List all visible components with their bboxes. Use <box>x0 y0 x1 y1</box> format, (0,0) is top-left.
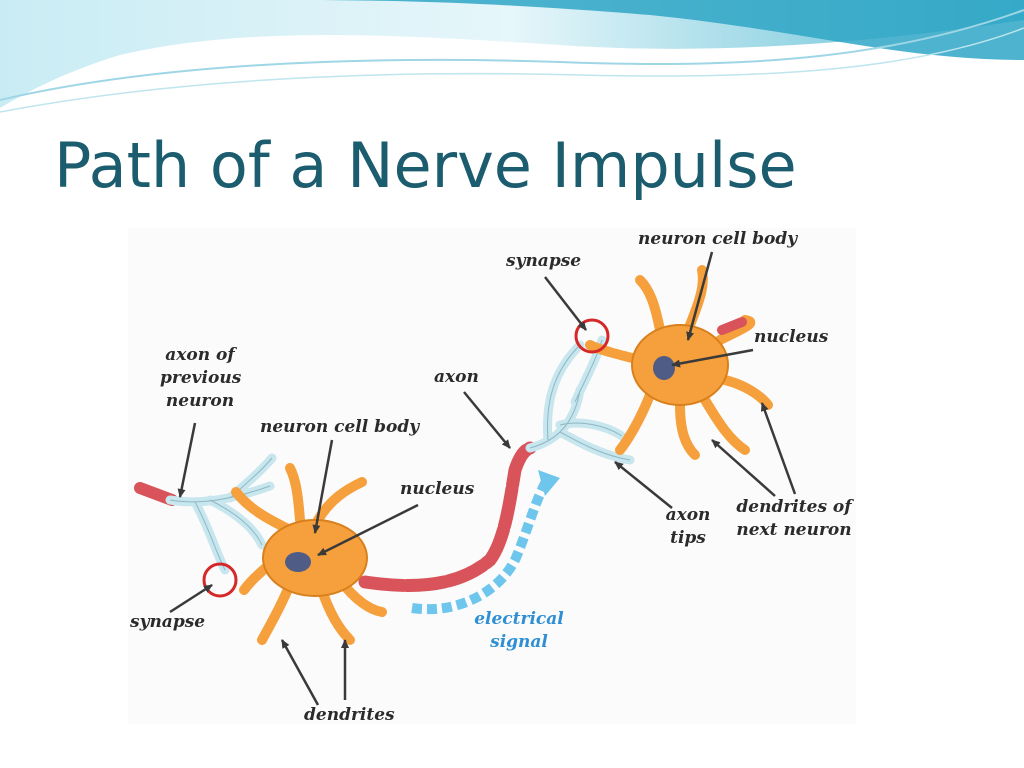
label-right-neuron-cell-body: neuron cell body <box>638 229 798 249</box>
electrical-signal-arrow <box>411 470 560 615</box>
label-right-nucleus: nucleus <box>754 327 829 347</box>
label-dendrites: dendrites <box>304 705 395 725</box>
label-left-synapse: synapse <box>130 612 206 632</box>
label-line: axon of <box>165 345 235 365</box>
left-synapse-ring <box>202 562 238 598</box>
right-nucleus <box>653 356 675 380</box>
previous-axon <box>134 453 277 575</box>
label-right-synapse: synapse <box>506 251 582 271</box>
label-line: neuron <box>165 391 235 411</box>
slide-title: Path of a Nerve Impulse <box>54 129 797 202</box>
label-line: tips <box>670 528 706 548</box>
label-electrical-signal: electrical signal <box>474 608 564 654</box>
neuron-illustration <box>134 251 797 706</box>
label-axon: axon <box>434 367 479 387</box>
label-line: next neuron <box>736 520 852 540</box>
label-dendrites-of-next-neuron: dendrites of next neuron <box>734 496 854 542</box>
label-line: axon <box>665 505 711 525</box>
label-axon-of-previous-neuron: axon of previous neuron <box>160 344 242 413</box>
right-synapse-ring <box>574 318 610 354</box>
neuron-diagram: axon of previous neuron neuron cell body… <box>128 228 856 725</box>
label-line: previous <box>160 368 242 388</box>
left-neuron-cell <box>231 463 387 645</box>
label-line: dendrites of <box>736 497 852 517</box>
main-axon <box>358 441 537 592</box>
left-nucleus <box>285 552 311 572</box>
label-axon-tips: axon tips <box>656 504 720 550</box>
label-left-nucleus: nucleus <box>400 479 475 499</box>
label-pointers <box>169 251 797 706</box>
header-wave <box>0 0 1024 113</box>
label-left-neuron-cell-body: neuron cell body <box>260 417 420 437</box>
label-line: electrical <box>474 609 564 629</box>
label-line: signal <box>490 632 548 652</box>
axon-tips <box>525 335 635 465</box>
